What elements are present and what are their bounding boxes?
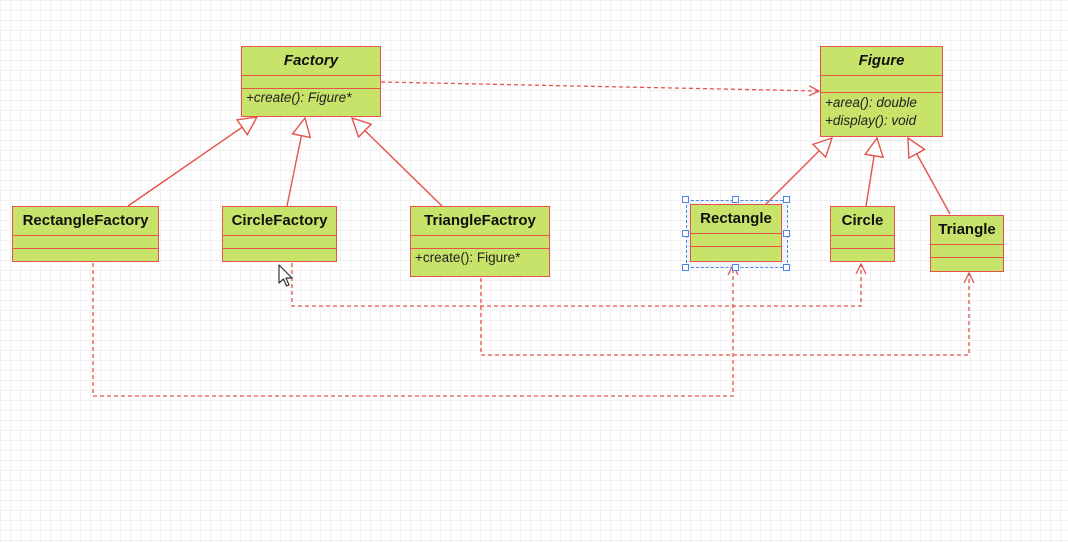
- operations-compartment: [931, 258, 1003, 266]
- class-figure[interactable]: Figure +area(): double +display(): void: [820, 46, 943, 137]
- class-triangle[interactable]: Triangle: [930, 215, 1004, 272]
- class-name: RectangleFactory: [13, 207, 158, 236]
- class-rectanglefactory[interactable]: RectangleFactory: [12, 206, 159, 262]
- generalization-rectanglefactory-factory[interactable]: [127, 117, 257, 207]
- attributes-compartment: [831, 236, 894, 249]
- resize-handle-s[interactable]: [732, 264, 739, 271]
- generalization-rectangle-figure[interactable]: [763, 138, 832, 207]
- class-name: TriangleFactroy: [411, 207, 549, 236]
- dependency-trianglefactroy-triangle[interactable]: [480, 273, 969, 356]
- operations-compartment: +create(): Figure*: [242, 89, 380, 107]
- class-circle[interactable]: Circle: [830, 206, 895, 262]
- operations-compartment: +create(): Figure*: [411, 249, 549, 267]
- class-name: Circle: [831, 207, 894, 236]
- generalization-trianglefactroy-factory[interactable]: [352, 118, 443, 207]
- resize-handle-e[interactable]: [783, 230, 790, 237]
- attributes-compartment: [242, 76, 380, 89]
- attributes-compartment: [821, 76, 942, 93]
- operations-compartment: [13, 249, 158, 257]
- generalization-circle-figure[interactable]: [866, 138, 877, 207]
- class-rectangle[interactable]: Rectangle: [690, 204, 782, 262]
- mouse-pointer-icon: [278, 264, 293, 287]
- dependency-circlefactory-circle[interactable]: [291, 263, 861, 307]
- operations-compartment: [831, 249, 894, 257]
- dependency-factory-figure[interactable]: [380, 81, 819, 91]
- class-factory[interactable]: Factory +create(): Figure*: [241, 46, 381, 117]
- generalization-circlefactory-factory[interactable]: [286, 118, 305, 207]
- attributes-compartment: [13, 236, 158, 249]
- resize-handle-sw[interactable]: [682, 264, 689, 271]
- operations-compartment: [691, 247, 781, 255]
- attributes-compartment: [411, 236, 549, 249]
- operation: +create(): Figure*: [246, 90, 352, 105]
- class-name: Factory: [242, 47, 380, 76]
- operations-compartment: +area(): double +display(): void: [821, 93, 942, 130]
- class-trianglefactroy[interactable]: TriangleFactroy +create(): Figure*: [410, 206, 550, 277]
- resize-handle-se[interactable]: [783, 264, 790, 271]
- operation: +display(): void: [825, 113, 917, 128]
- attributes-compartment: [691, 234, 781, 247]
- dependency-rectanglefactory-rectangle[interactable]: [92, 263, 733, 397]
- resize-handle-ne[interactable]: [783, 196, 790, 203]
- class-name: Triangle: [931, 216, 1003, 245]
- class-name: Rectangle: [691, 205, 781, 234]
- operation: +create(): Figure*: [415, 250, 521, 265]
- operation: +area(): double: [825, 95, 917, 110]
- class-name: Figure: [821, 47, 942, 76]
- generalization-triangle-figure[interactable]: [908, 138, 951, 215]
- attributes-compartment: [931, 245, 1003, 258]
- resize-handle-n[interactable]: [732, 196, 739, 203]
- resize-handle-w[interactable]: [682, 230, 689, 237]
- resize-handle-nw[interactable]: [682, 196, 689, 203]
- operations-compartment: [223, 249, 336, 257]
- class-name: CircleFactory: [223, 207, 336, 236]
- class-circlefactory[interactable]: CircleFactory: [222, 206, 337, 262]
- attributes-compartment: [223, 236, 336, 249]
